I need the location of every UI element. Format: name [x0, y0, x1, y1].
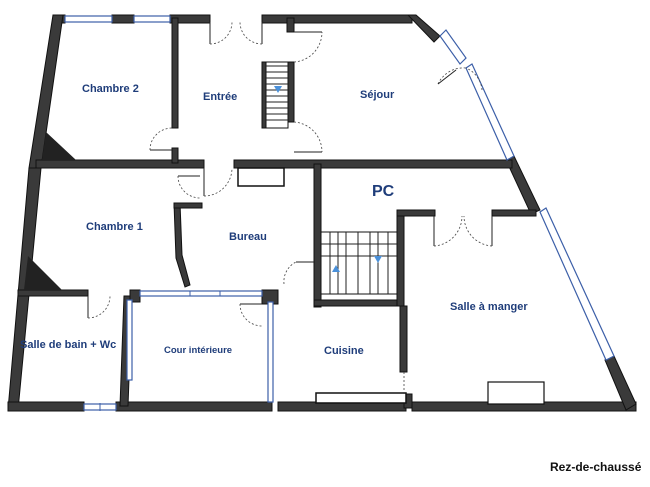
label-cuisine: Cuisine: [324, 345, 364, 357]
stair-arrow-down-icon: [374, 256, 382, 263]
interior-walls: [17, 17, 545, 409]
staircase-upper: [265, 61, 289, 129]
label-cour-interieure: Cour intérieure: [164, 345, 232, 356]
staircase-lower: [320, 231, 398, 295]
level-caption: Rez-de-chaussé: [550, 460, 642, 474]
label-entree: Entrée: [203, 91, 237, 103]
label-chambre-2: Chambre 2: [82, 83, 139, 95]
doors: [87, 21, 493, 394]
stair-arrow-icon: [274, 86, 282, 93]
outer-walls: [7, 14, 637, 412]
label-salle-de-bain: Salle de bain + Wc: [20, 339, 116, 351]
windows: [64, 15, 615, 411]
label-bureau: Bureau: [229, 231, 267, 243]
label-salle-a-manger: Salle à manger: [450, 301, 528, 313]
label-chambre-1: Chambre 1: [86, 221, 143, 233]
label-pc: PC: [372, 183, 395, 200]
label-sejour: Séjour: [360, 89, 395, 101]
stair-arrow-up-icon: [332, 265, 340, 272]
